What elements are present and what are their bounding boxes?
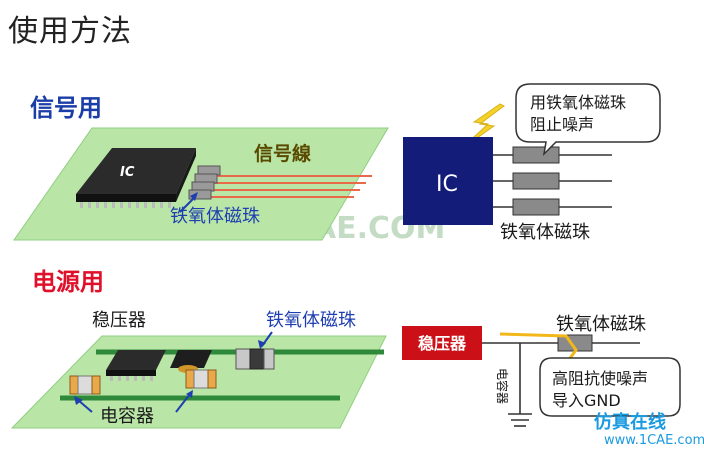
cap-arrow-head-right [186,390,193,398]
signal-ic-chip: IC [76,148,196,208]
power-regulator-label: 稳压器 [92,310,146,331]
signal-callout: 用铁氧体磁珠 阻止噪声 [515,83,661,157]
schematic-bead-label: 铁氧体磁珠 [500,222,590,243]
power-bead-arrow-head [258,340,266,349]
page-title: 使用方法 [8,14,132,49]
power-capacitor-label: 电容器 [100,406,154,427]
signal-bead-arrow-head [190,192,198,201]
schematic-ic-box [403,137,493,225]
signal-line-label: 信号線 [254,142,311,165]
schematic-power-bead-label: 铁氧体磁珠 [556,314,646,335]
signal-traces [190,175,372,198]
power-bead-component [235,348,275,370]
signal-beads [188,165,221,200]
signal-callout-line2: 阻止噪声 [530,115,594,134]
signal-callout-line1: 用铁氧体磁珠 [530,93,626,112]
power-regulator-chip [106,350,212,381]
schematic-regulator-label: 稳压器 [418,334,467,353]
power-callout: 高阻抗使噪声 导入GND [539,357,681,417]
power-callout-line2: 导入GND [552,391,621,410]
power-capacitor-left [69,375,101,395]
power-capacitor-right [185,369,217,389]
power-bead-label: 铁氧体磁珠 [266,310,356,331]
power-capacitor-arrows [77,393,191,413]
power-callout-line1: 高阻抗使噪声 [552,369,648,388]
schematic-beads [512,146,560,216]
watermark-site: 仿真在线 [594,411,666,433]
signal-heading: 信号用 [30,94,102,122]
signal-ic-chip-label: IC [120,165,135,180]
cap-arrow-head-left [74,396,83,405]
power-heading: 电源用 [32,268,104,296]
svg-text:电容器: 电容器 [495,368,510,404]
signal-bead-label: 铁氧体磁珠 [170,206,260,227]
schematic-regulator-box [402,326,482,360]
watermark-url: www.1CAE.com [604,433,704,448]
schematic-ic-label: IC [436,172,458,197]
schematic-capacitor-label-vertical: 电容器 [495,368,510,404]
